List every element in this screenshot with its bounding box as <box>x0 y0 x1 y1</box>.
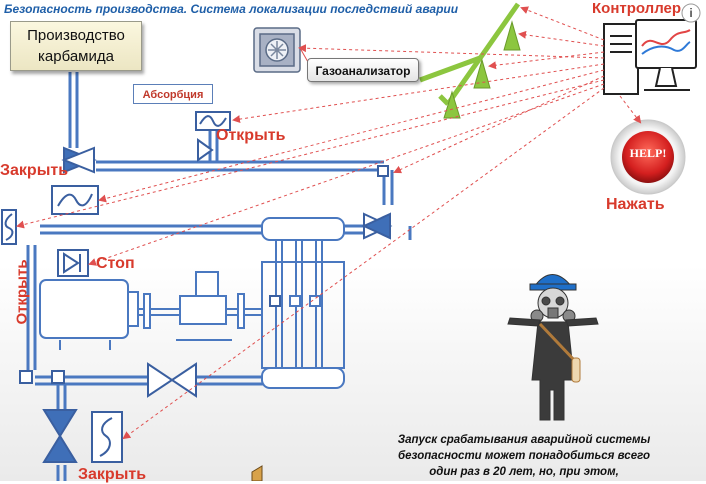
open-valve-label-vertical[interactable]: Открыть <box>13 259 31 325</box>
info-icon[interactable]: i <box>689 6 693 20</box>
info-icon-graphic <box>681 3 701 23</box>
page-title: Безопасность производства. Система локал… <box>4 2 459 16</box>
press-label[interactable]: Нажать <box>606 196 665 213</box>
close-valve-label-bottom[interactable]: Закрыть <box>78 466 147 483</box>
gas-analyzer-link <box>299 47 309 63</box>
caption-line2: безопасности может понадобиться всего <box>398 450 650 462</box>
close-valve-label-top[interactable]: Закрыть <box>0 162 69 179</box>
controller-computer <box>603 19 697 95</box>
caption-line3: один раз в 20 лет, но, при этом, <box>429 466 619 478</box>
valves <box>42 138 393 463</box>
safety-caption: Запуск срабатывания аварийной системы бе… <box>384 432 664 480</box>
caption-line1: Запуск срабатывания аварийной системы <box>397 434 651 446</box>
stop-pump-label[interactable]: Стоп <box>96 255 135 272</box>
open-valve-label-top[interactable]: Открыть <box>216 127 286 144</box>
actuators <box>1 111 389 463</box>
sprinkler-system <box>419 2 521 106</box>
gas-analyzer-icon <box>253 27 301 73</box>
signal-lines <box>16 6 642 440</box>
production-box[interactable]: Производство карбамида <box>10 21 142 71</box>
absorption-box[interactable]: Абсорбция <box>133 84 213 104</box>
help-button-graphic <box>610 119 686 195</box>
controller-label: Контроллер <box>592 0 682 17</box>
gas-analyzer-box[interactable]: Газоанализатор <box>307 58 419 82</box>
speaker-graphic <box>251 465 263 481</box>
heat-exchanger <box>261 217 345 389</box>
pump-motor <box>39 271 262 350</box>
help-button[interactable]: HELP! <box>629 146 667 160</box>
sprinkler-heads <box>443 20 521 119</box>
worker-figure <box>507 274 599 421</box>
production-label-line1: Производство <box>27 27 125 44</box>
production-label-line2: карбамида <box>38 48 114 65</box>
